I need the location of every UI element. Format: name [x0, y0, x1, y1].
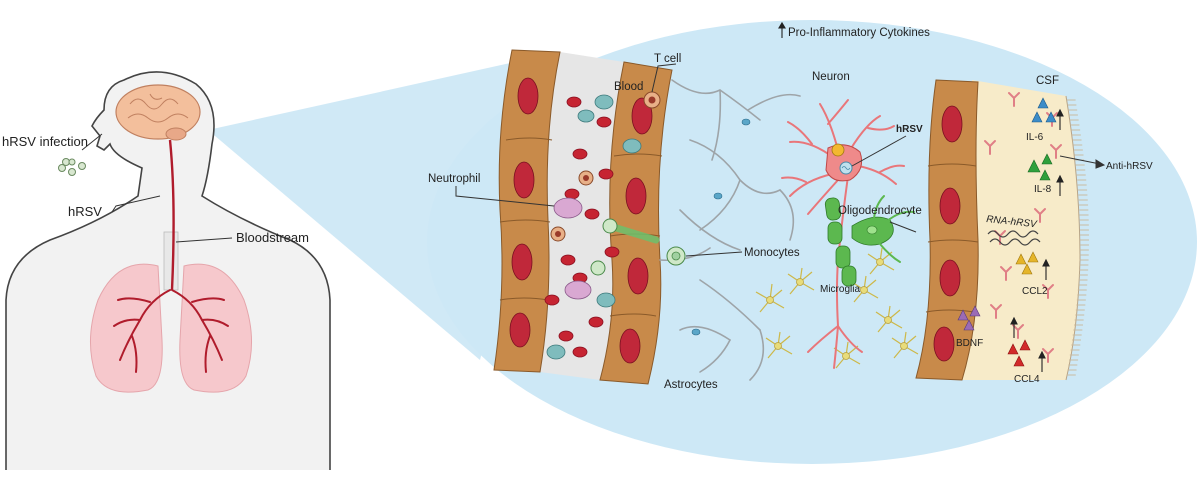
neutrophil-leader	[455, 186, 555, 207]
vessel-wall-right	[599, 61, 673, 385]
oligodendrocyte	[824, 195, 915, 287]
csf-barrier	[915, 79, 1089, 381]
neuron	[781, 99, 905, 369]
label-rna-hrsv: RNA-hRSV	[986, 214, 1039, 230]
label-bdnf: BDNF	[956, 338, 983, 349]
astrocyte-network	[659, 79, 801, 381]
label-microglia: Microglia	[820, 284, 860, 295]
label-pro-inflammatory: Pro-Inflammatory Cytokines	[788, 27, 930, 39]
anti-hrsv-arrowhead	[1095, 159, 1106, 169]
right-lung	[179, 263, 253, 393]
microglia-bodies	[766, 258, 908, 360]
label-bloodstream: Bloodstream	[236, 230, 309, 245]
human-body: hRSV infection hRSV Bloodstream	[2, 71, 331, 470]
label-hrsv-neuron: hRSV	[896, 124, 923, 135]
ccl4-cluster	[1007, 339, 1031, 367]
label-astrocytes: Astrocytes	[664, 379, 718, 391]
trachea	[163, 231, 179, 291]
label-oligodendrocyte: Oligodendrocyte	[838, 205, 922, 217]
label-ccl2: CCL2	[1022, 286, 1048, 297]
label-neutrophil: Neutrophil	[428, 173, 480, 185]
bloodstream-leader	[175, 237, 233, 243]
anti-hrsv-leader	[1059, 155, 1101, 165]
label-blood: Blood	[614, 81, 643, 93]
microglia-cells	[755, 247, 919, 369]
infection-leader	[81, 133, 103, 151]
label-il6: IL-6	[1026, 132, 1044, 143]
label-anti-hrsv: Anti-hRSV	[1106, 161, 1153, 172]
label-hrsv-body: hRSV	[68, 204, 102, 219]
monocyte-cell	[666, 246, 686, 266]
antibodies	[984, 92, 1062, 363]
brain	[115, 84, 201, 141]
lumen-monocytes	[546, 94, 642, 360]
il8-cluster	[1027, 153, 1053, 181]
neutrophils	[553, 197, 592, 300]
t-cell-leader	[651, 63, 677, 93]
ccl2-cluster	[1015, 251, 1039, 275]
label-neuron: Neuron	[812, 71, 850, 83]
vessel-section	[493, 49, 673, 385]
oligodendrocyte-leader	[889, 221, 917, 233]
rna-strand	[987, 230, 1039, 238]
label-csf: CSF	[1036, 75, 1059, 87]
hrsv-body-leader	[111, 195, 161, 213]
bdnf-cluster	[957, 305, 981, 331]
migrating-monocyte	[590, 218, 660, 276]
oligodendrocyte-nucleus	[866, 225, 878, 235]
csf-wall	[915, 79, 979, 381]
vessel-wall-left	[493, 49, 561, 373]
neuron-nucleus	[831, 143, 845, 157]
blood-vessel	[168, 139, 175, 291]
monocytes-leader	[685, 251, 743, 257]
rna-strand-2	[989, 238, 1041, 246]
label-t-cell: T cell	[654, 53, 681, 65]
virus-droplets	[58, 158, 86, 176]
neuron-virus	[839, 161, 853, 175]
label-il8: IL-8	[1034, 184, 1052, 195]
label-ccl4: CCL4	[1014, 374, 1040, 385]
airway-tree	[113, 289, 229, 373]
csf-region	[962, 80, 1080, 380]
up-arrows	[778, 21, 1064, 372]
left-lung	[89, 263, 163, 393]
label-monocytes: Monocytes	[744, 247, 800, 259]
hrsv-neuron-leader	[851, 135, 907, 167]
membrane-fringe	[1066, 99, 1089, 376]
label-hrsv-infection: hRSV infection	[2, 134, 88, 149]
astrocyte-nuclei	[691, 118, 751, 336]
il6-cluster	[1031, 97, 1057, 123]
